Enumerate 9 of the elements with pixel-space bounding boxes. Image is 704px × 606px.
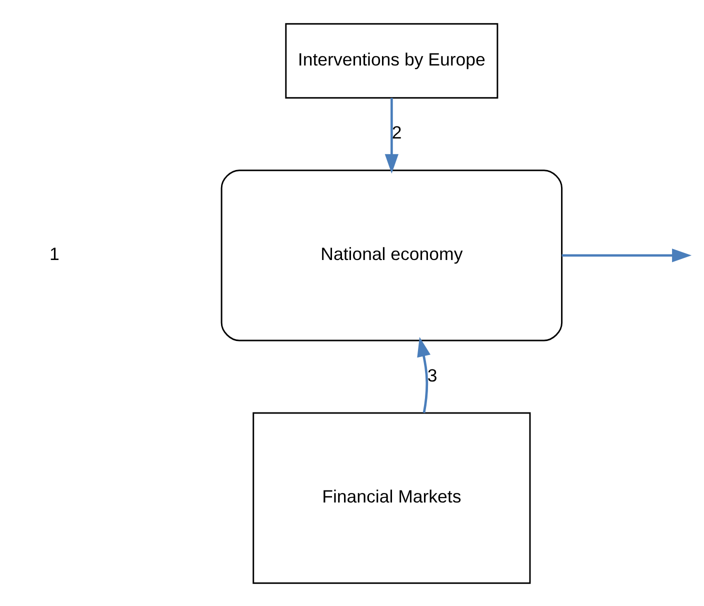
edge-label: 2 [392, 122, 402, 142]
node-box: Interventions by Europe [285, 22, 498, 98]
node-box: Financial Markets [252, 412, 531, 584]
label: 1 [49, 244, 60, 264]
arrow [384, 97, 399, 174]
edge-label: 3 [427, 364, 438, 385]
arrow [417, 336, 430, 413]
node-box: National economy [220, 169, 563, 341]
arrow [562, 248, 692, 262]
